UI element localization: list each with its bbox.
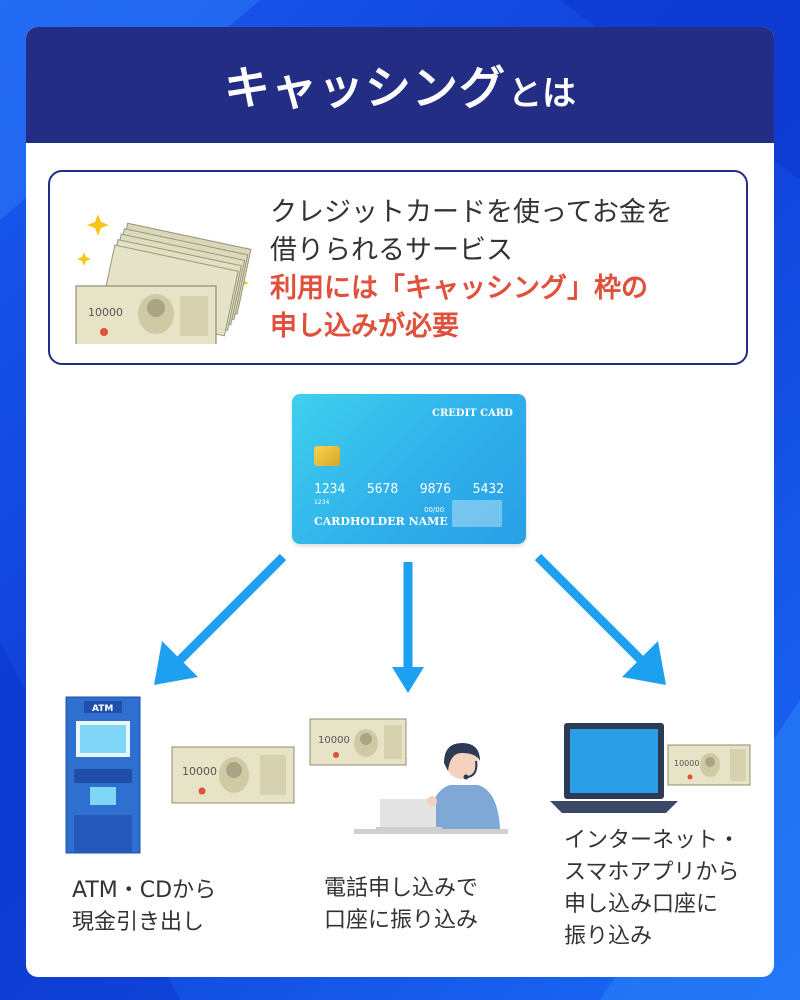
page-title: キャッシング xyxy=(224,61,506,115)
caption-line: 申し込み口座に xyxy=(564,892,719,917)
banknote-value: 10000 xyxy=(88,306,123,319)
caption-line: 口座に振り込み xyxy=(324,908,479,933)
banknote-value: 10000 xyxy=(182,765,217,778)
banknote-icon: 10000 xyxy=(667,744,751,786)
banknote-front: 10000 xyxy=(75,285,217,344)
info-box: 10000 クレジットカードを使ってお金を 借りられるサービス 利用には「キャッ… xyxy=(48,170,748,365)
card-number-group: 1234 xyxy=(314,482,346,497)
caption-line: スマホアプリから xyxy=(564,860,740,885)
arrow-down-left-icon xyxy=(154,553,287,685)
banknote-value: 10000 xyxy=(318,735,350,746)
flow-arrows xyxy=(154,553,666,693)
laptop-illustration: 10000 xyxy=(550,723,751,813)
info-highlight-line-2: 申し込みが必要 xyxy=(270,311,459,342)
banknote-icon: 10000 xyxy=(309,718,407,766)
banknote-stack-illustration: 10000 xyxy=(75,214,252,344)
info-line-2: 借りられるサービス xyxy=(270,235,513,266)
main-panel: キャッシング とは 10000 xyxy=(26,27,774,977)
caption-line: インターネット・ xyxy=(564,828,741,853)
caption-line: 振り込み xyxy=(564,924,653,949)
info-highlight-line-1: 利用には「キャッシング」枠の xyxy=(270,273,648,304)
method-caption-phone: 電話申し込みで 口座に振り込み xyxy=(324,873,478,937)
banknote-icon: 10000 xyxy=(171,746,295,804)
banknote-value: 10000 xyxy=(674,759,699,768)
caption-line: ATM・CDから xyxy=(72,878,217,903)
method-caption-internet: インターネット・ スマホアプリから 申し込み口座に 振り込み xyxy=(564,825,740,953)
card-holder-name: CARDHOLDER NAME xyxy=(314,515,448,528)
card-number-group: 5678 xyxy=(366,482,399,497)
card-numbers: 1234 5678 9876 5432 xyxy=(314,482,504,497)
phone-operator-illustration: 10000 xyxy=(309,718,508,834)
card-valid-date: 00/00 xyxy=(424,506,445,514)
credit-card-illustration: CREDIT CARD 1234 5678 9876 5432 1234 00/… xyxy=(292,394,526,544)
page-title-suffix: とは xyxy=(508,73,576,114)
chip-icon xyxy=(314,446,340,466)
world-map-icon xyxy=(452,500,502,527)
arrow-down-icon xyxy=(392,562,424,693)
caption-line: 電話申し込みで xyxy=(324,876,479,901)
method-caption-atm: ATM・CDから 現金引き出し xyxy=(72,875,216,939)
atm-illustration: ATM 10000 xyxy=(65,696,295,854)
info-text: クレジットカードを使ってお金を 借りられるサービス 利用には「キャッシング」枠の… xyxy=(270,194,740,346)
info-line-1: クレジットカードを使ってお金を xyxy=(270,197,673,228)
card-label: CREDIT CARD xyxy=(432,408,513,419)
card-number-group: 5432 xyxy=(472,482,504,497)
title-bar: キャッシング とは xyxy=(26,27,774,143)
card-small-number: 1234 xyxy=(314,499,330,506)
card-number-group: 9876 xyxy=(419,482,452,497)
caption-line: 現金引き出し xyxy=(72,910,205,935)
arrow-down-right-icon xyxy=(534,553,666,685)
atm-sign: ATM xyxy=(92,704,113,714)
